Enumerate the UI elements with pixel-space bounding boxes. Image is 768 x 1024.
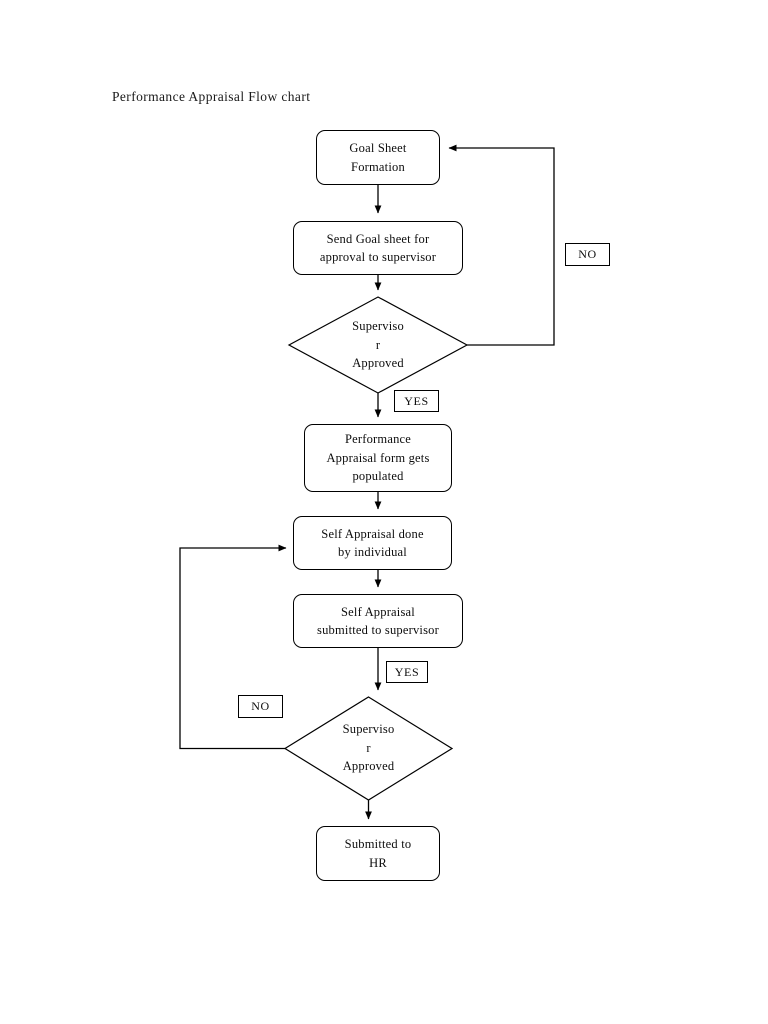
edge-decision1-no-loop: [448, 144, 555, 346]
edge-label-yes-1: YES: [394, 390, 439, 412]
edge-label-text: NO: [251, 699, 270, 713]
edge-label-text: NO: [578, 247, 597, 261]
decision-shape-supervisor-approved-1: [287, 296, 469, 394]
edge-label-text: YES: [404, 393, 429, 408]
edge-label-no-2: NO: [238, 695, 283, 718]
edge-label-no-1: NO: [565, 243, 610, 266]
edge-label-yes-2: YES: [386, 661, 428, 683]
edge-label-text: YES: [394, 664, 420, 679]
page-title: Performance Appraisal Flow chart: [112, 89, 311, 104]
edge-decision2-no-loop: [179, 544, 287, 750]
decision-shape-supervisor-approved-2: [283, 696, 454, 801]
